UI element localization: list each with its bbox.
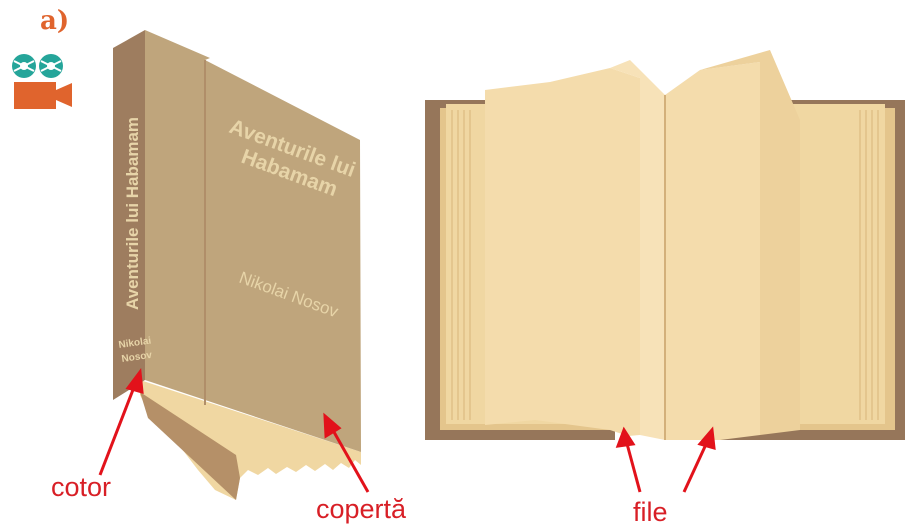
spine-author-line1: Nikolai	[118, 335, 152, 350]
label-arrows	[98, 368, 716, 493]
closed-book-spine	[113, 30, 145, 400]
cotor-label: cotor	[51, 472, 112, 502]
section-label: a)	[40, 6, 70, 36]
closed-book-cover	[145, 30, 361, 452]
file-arrow-right	[682, 439, 710, 493]
video-camera-icon	[12, 54, 72, 109]
closed-book	[113, 30, 361, 500]
coperta-arrow	[328, 424, 370, 493]
cotor-arrow	[98, 381, 138, 476]
spine-author-line2: Nosov	[121, 350, 153, 365]
open-book-leaf-right	[665, 62, 760, 440]
file-arrow-left	[624, 439, 642, 493]
closed-book-page-edge	[140, 380, 361, 500]
open-book-leaf-left	[485, 68, 640, 436]
open-book	[425, 50, 905, 440]
coperta-label: copertă	[316, 494, 407, 524]
file-label: file	[633, 497, 668, 527]
spine-title: Aventurile lui Habamam	[123, 117, 142, 310]
